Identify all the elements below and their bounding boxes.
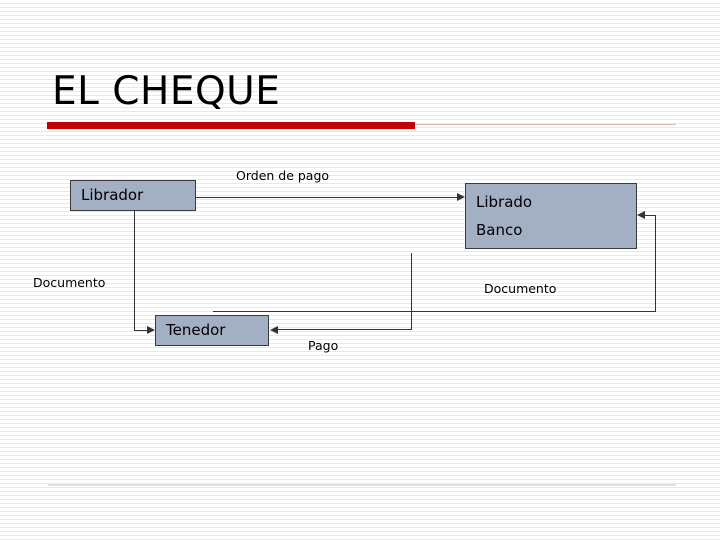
connector-orden-de-pago-line xyxy=(196,197,458,198)
connector-documento-derecha-horizontal-top xyxy=(645,215,656,216)
connector-documento-derecha-vertical-right xyxy=(655,215,656,312)
connector-pago-arrowhead-icon xyxy=(270,326,278,334)
connector-orden-de-pago-arrowhead-icon xyxy=(457,193,465,201)
page-title: EL CHEQUE xyxy=(52,69,281,114)
connector-documento-izquierda-vertical xyxy=(134,211,135,330)
diagram-node-librado-label-line2: Banco xyxy=(476,220,523,239)
connector-documento-derecha-horizontal-bottom xyxy=(213,311,655,312)
diagram-node-librador-label: Librador xyxy=(81,186,144,204)
diagram-node-tenedor[interactable]: Tenedor xyxy=(155,315,269,346)
title-accent-bar xyxy=(47,122,415,129)
diagram-node-librado-label-line1: Librado xyxy=(476,192,533,211)
diagram-node-librado-banco[interactable]: Librado Banco xyxy=(465,183,637,249)
connector-documento-izquierda-horizontal xyxy=(134,330,147,331)
connector-label-pago: Pago xyxy=(308,338,339,353)
footer-divider xyxy=(48,484,676,486)
diagram-node-tenedor-label: Tenedor xyxy=(166,321,226,339)
connector-pago-horizontal xyxy=(278,329,411,330)
connector-documento-izquierda-arrowhead-icon xyxy=(147,326,155,334)
connector-documento-derecha-arrowhead-icon xyxy=(637,211,645,219)
connector-label-documento-izquierda: Documento xyxy=(33,275,106,290)
connector-label-documento-derecha: Documento xyxy=(484,281,557,296)
title-accent-line xyxy=(415,124,676,125)
diagram-node-librador[interactable]: Librador xyxy=(70,180,196,211)
connector-pago-vertical xyxy=(411,253,412,330)
connector-label-orden-de-pago: Orden de pago xyxy=(236,168,330,183)
